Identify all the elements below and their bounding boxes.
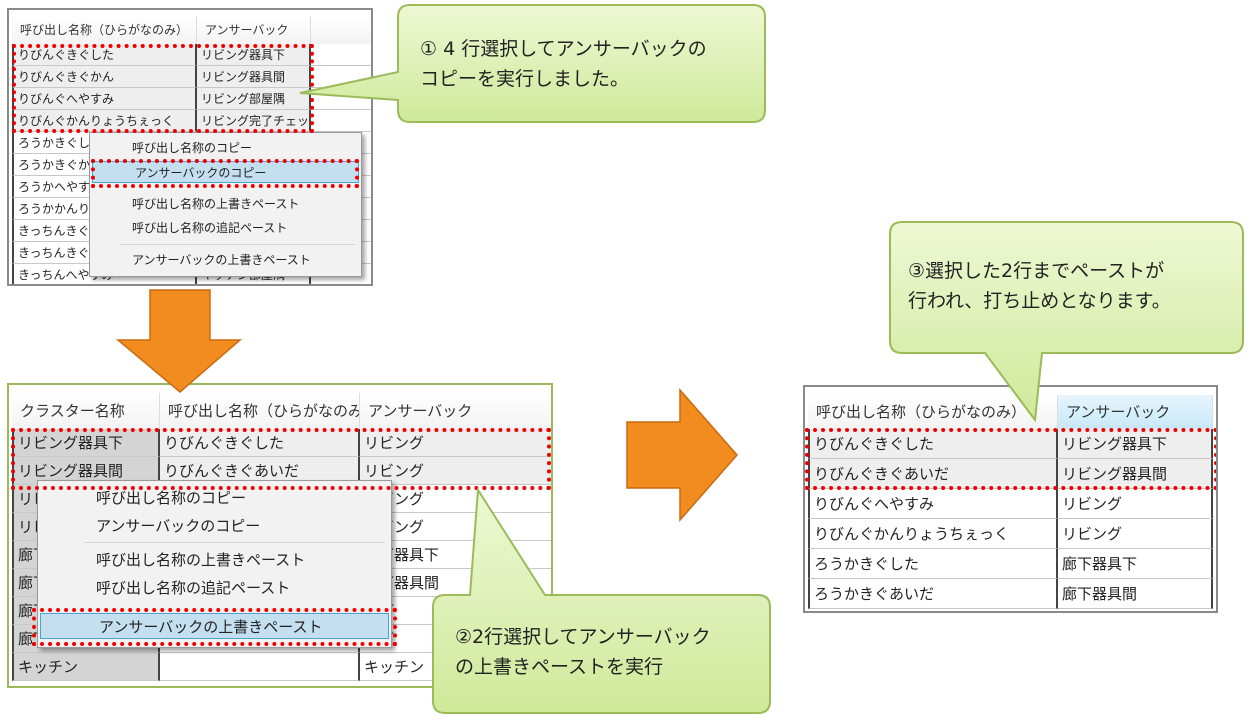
menu-item[interactable]: 呼び出し名称のコピー [132,141,253,155]
column-header[interactable]: クラスター名称 [12,393,160,429]
menu-separator [84,542,385,543]
context-menu: 呼び出し名称のコピーアンサーバックのコピー呼び出し名称の上書きペースト呼び出し名… [37,480,392,648]
callout-line: の上書きペーストを実行 [455,656,664,678]
table-cell[interactable]: りびんぐきぐした [12,44,197,66]
context-menu: 呼び出し名称のコピーアンサーバックのコピー呼び出し名称の上書きペースト呼び出し名… [89,132,362,277]
callout-step2-text: ②2行選択してアンサーバック の上書きペーストを実行 [455,622,711,682]
callout-line: ②2行選択してアンサーバック [455,626,711,648]
table-cell[interactable]: リビング器具下 [12,429,160,457]
table-cell[interactable]: りびんぐかんりょうちぇっく [808,519,1058,549]
table-cell[interactable]: 廊下器具間 [1058,579,1213,609]
column-header[interactable]: アンサーバック [197,16,311,44]
callout-step3-text: ③選択した2行までペーストが 行われ、打ち止めとなります。 [908,256,1171,316]
table-cell[interactable]: 廊下器具下 [1058,549,1213,579]
panel-step3-result-grid: 呼び出し名称（ひらがなのみ）アンサーバックりびんぐきぐしたリビング器具下りびんぐ… [803,385,1218,613]
callout-line: コピーを実行しました。 [420,68,630,90]
down-arrow-icon [115,289,243,393]
table-cell-empty [311,88,371,110]
table-cell[interactable]: リビング器具間 [197,66,311,88]
callout-step1-text: ① 4 行選択してアンサーバックの コピーを実行しました。 [420,34,707,94]
table-cell[interactable]: りびんぐきぐした [808,429,1058,459]
callout-step3-shape [889,221,1244,423]
table-cell[interactable]: キッチン [12,653,160,681]
column-header[interactable]: 呼び出し名称（ひらがなのみ） [12,16,197,44]
menu-item[interactable]: 呼び出し名称のコピー [96,489,247,507]
callout-step1-shape [299,4,766,123]
menu-item[interactable]: 呼び出し名称の上書きペースト [96,551,306,569]
menu-item[interactable]: アンサーバックの上書きペースト [132,253,311,267]
menu-item[interactable]: アンサーバックのコピー [96,517,261,535]
menu-separator [120,244,355,245]
column-header[interactable]: アンサーバック [1058,395,1213,429]
table-cell[interactable]: りびんぐへやすみ [808,489,1058,519]
menu-item[interactable]: 呼び出し名称の上書きペースト [132,197,300,211]
table-cell[interactable] [160,653,360,681]
column-header[interactable]: 呼び出し名称（ひらがなのみ） [160,393,360,429]
menu-item[interactable]: 呼び出し名称の追記ペースト [132,221,288,235]
table-cell[interactable]: ろうかきぐした [808,549,1058,579]
callout-step2-shape [432,486,771,714]
callout-line: ① 4 行選択してアンサーバックの [420,38,707,60]
table-cell[interactable]: ろうかきぐあいだ [808,579,1058,609]
right-arrow-icon [626,388,738,522]
table-cell[interactable]: りびんぐきぐかん [12,66,197,88]
table-cell[interactable]: りびんぐかんりょうちぇっく [12,110,197,132]
table-cell[interactable]: りびんぐきぐした [160,429,360,457]
callout-line: ③選択した2行までペーストが [908,260,1165,282]
table-cell[interactable]: りびんぐへやすみ [12,88,197,110]
table-cell[interactable]: リビング器具間 [1058,459,1213,489]
table-cell-empty [311,110,371,132]
table-cell[interactable]: リビング [1058,489,1213,519]
table-cell[interactable]: りびんぐきぐあいだ [808,459,1058,489]
column-header[interactable] [311,16,371,44]
table-cell[interactable]: リビング器具下 [1058,429,1213,459]
menu-item[interactable]: 呼び出し名称の追記ペースト [96,579,291,597]
table-cell[interactable]: リビング [360,429,551,457]
callout-line: 行われ、打ち止めとなります。 [908,290,1171,312]
column-header[interactable]: アンサーバック [360,393,551,429]
menu-item[interactable]: アンサーバックの上書きペースト [40,613,389,639]
table-cell-empty [311,44,371,66]
table-cell[interactable]: リビング [1058,519,1213,549]
column-header[interactable]: 呼び出し名称（ひらがなのみ） [808,395,1058,429]
table-cell[interactable]: リビング器具下 [197,44,311,66]
